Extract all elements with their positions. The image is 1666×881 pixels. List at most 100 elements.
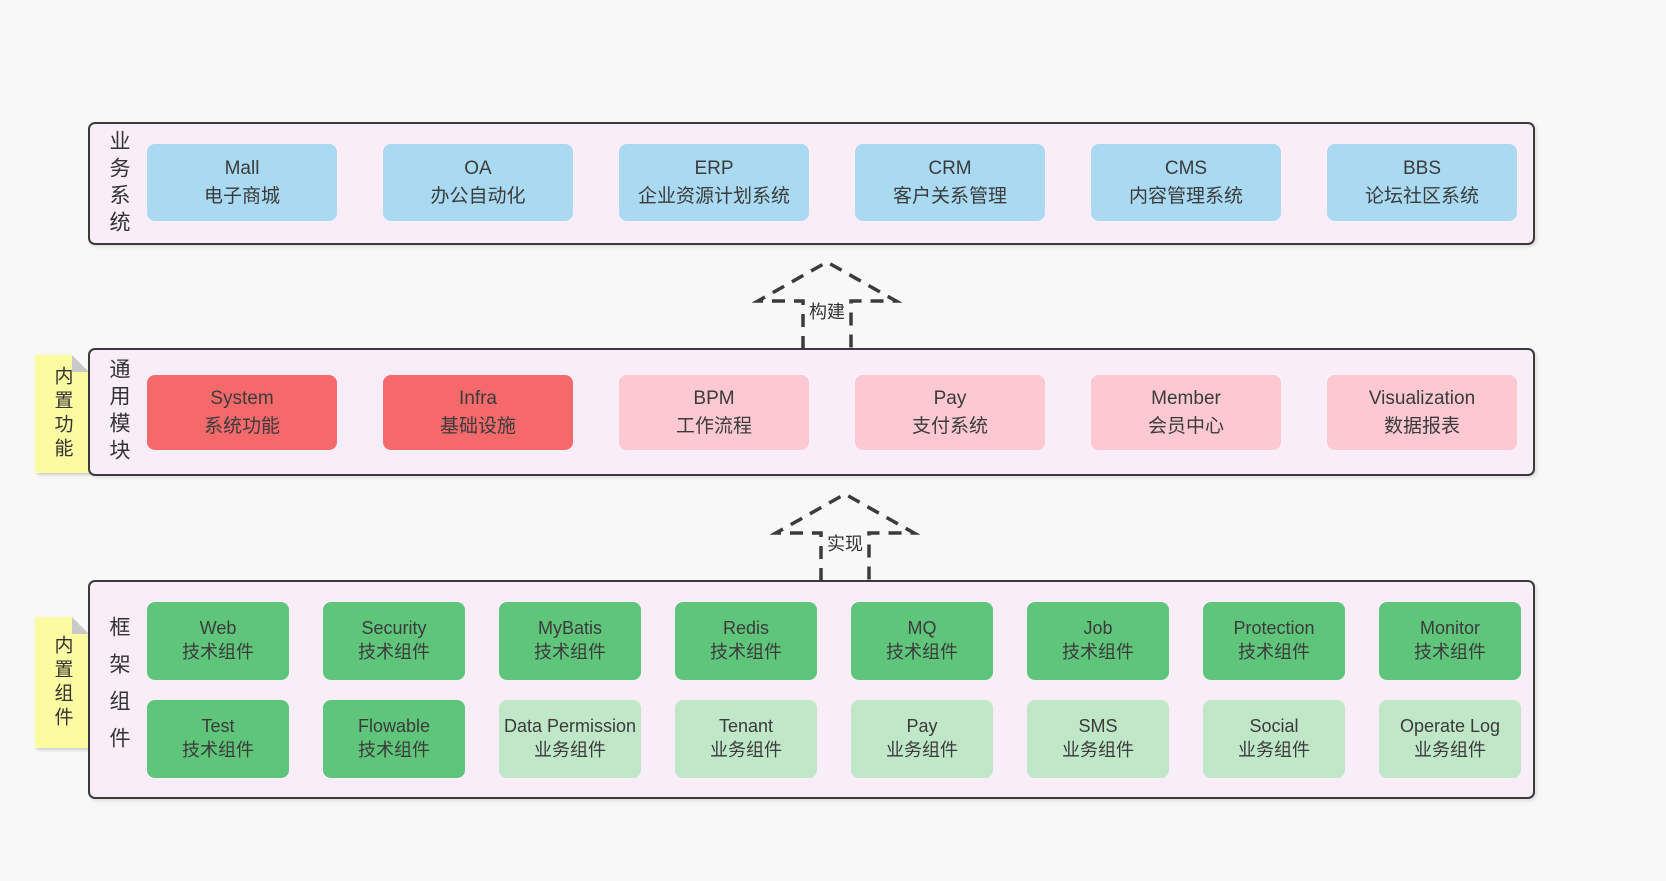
box-title: Pay (933, 387, 967, 409)
box-monitor: Monitor 技术组件 (1379, 602, 1521, 680)
box-subtitle: 系统功能 (203, 415, 280, 437)
sticky-note-built-in-components: 内置组件 (35, 617, 89, 748)
box-data-permission: Data Permission 业务组件 (499, 700, 641, 778)
box-title: SMS (1078, 716, 1118, 737)
box-title: BBS (1402, 157, 1442, 179)
box-title: CRM (928, 157, 972, 179)
box-subtitle: 业务组件 (534, 740, 606, 760)
box-title: Infra (458, 387, 498, 409)
box-subtitle: 技术组件 (534, 642, 606, 662)
box-subtitle: 业务组件 (886, 740, 958, 760)
box-subtitle: 技术组件 (182, 740, 254, 760)
box-subtitle: 办公自动化 (430, 185, 526, 207)
box-crm: CRM 客户关系管理 (855, 144, 1045, 221)
box-subtitle: 技术组件 (886, 642, 958, 662)
box-title: Web (199, 618, 237, 639)
box-sms: SMS 业务组件 (1027, 700, 1169, 778)
box-bbs: BBS 论坛社区系统 (1327, 144, 1517, 221)
box-title: Tenant (718, 716, 774, 737)
box-mybatis: MyBatis 技术组件 (499, 602, 641, 680)
box-title: Security (361, 618, 427, 639)
box-cms: CMS 内容管理系统 (1091, 144, 1281, 221)
box-operate-log: Operate Log 业务组件 (1379, 700, 1521, 778)
box-system: System 系统功能 (147, 375, 337, 450)
box-subtitle: 数据报表 (1383, 415, 1460, 437)
box-subtitle: 电子商城 (203, 185, 280, 207)
box-test: Test 技术组件 (147, 700, 289, 778)
box-security: Security 技术组件 (323, 602, 465, 680)
note-text: 内置功能 (51, 366, 73, 462)
arrow-label-build: 构建 (805, 297, 849, 325)
box-title: Pay (906, 716, 938, 737)
box-subtitle: 技术组件 (182, 642, 254, 662)
box-subtitle: 论坛社区系统 (1364, 185, 1479, 207)
modules-box-row: System 系统功能 Infra 基础设施 BPM 工作流程 Pay 支付系统… (147, 375, 1517, 450)
box-erp: ERP 企业资源计划系统 (619, 144, 809, 221)
box-title: Job (1083, 618, 1113, 639)
layer-framework-components: 框架组件 Web 技术组件 Security 技术组件 MyBatis 技术组件… (88, 580, 1535, 799)
box-mall: Mall 电子商城 (147, 144, 337, 221)
box-subtitle: 技术组件 (358, 740, 430, 760)
box-subtitle: 技术组件 (1414, 642, 1486, 662)
box-title: Operate Log (1399, 716, 1501, 737)
box-title: ERP (694, 157, 734, 179)
layer-title-modules: 通用模块 (107, 358, 130, 466)
box-visualization: Visualization 数据报表 (1327, 375, 1517, 450)
box-redis: Redis 技术组件 (675, 602, 817, 680)
box-subtitle: 技术组件 (358, 642, 430, 662)
box-subtitle: 技术组件 (1238, 642, 1310, 662)
box-flowable: Flowable 技术组件 (323, 700, 465, 778)
box-pay-component: Pay 业务组件 (851, 700, 993, 778)
box-title: Flowable (357, 716, 431, 737)
up-arrow-icon (770, 491, 920, 581)
box-subtitle: 技术组件 (710, 642, 782, 662)
layer-business-systems: 业务系统 Mall 电子商城 OA 办公自动化 ERP 企业资源计划系统 CRM… (88, 122, 1535, 245)
box-social: Social 业务组件 (1203, 700, 1345, 778)
note-text: 内置组件 (51, 634, 73, 731)
box-oa: OA 办公自动化 (383, 144, 573, 221)
box-subtitle: 业务组件 (1062, 740, 1134, 760)
box-web: Web 技术组件 (147, 602, 289, 680)
box-subtitle: 内容管理系统 (1128, 185, 1243, 207)
box-subtitle: 业务组件 (1238, 740, 1310, 760)
build-arrow-icon: 构建 (752, 257, 902, 349)
sticky-note-built-in-features: 内置功能 (35, 355, 89, 473)
box-title: Test (201, 716, 235, 737)
box-title: Member (1151, 387, 1221, 409)
box-subtitle: 工作流程 (675, 415, 752, 437)
box-tenant: Tenant 业务组件 (675, 700, 817, 778)
box-title: MyBatis (537, 618, 602, 639)
box-bpm: BPM 工作流程 (619, 375, 809, 450)
up-arrow-icon (752, 259, 902, 349)
box-title: Protection (1233, 618, 1315, 639)
box-subtitle: 客户关系管理 (892, 185, 1007, 207)
implement-arrow-icon: 实现 (770, 489, 920, 581)
box-title: CMS (1164, 157, 1208, 179)
box-protection: Protection 技术组件 (1203, 602, 1345, 680)
box-title: Visualization (1368, 387, 1476, 409)
box-title: Data Permission (503, 716, 637, 737)
box-title: Monitor (1419, 618, 1481, 639)
components-row-2: Test 技术组件 Flowable 技术组件 Data Permission … (147, 700, 1521, 778)
layer-common-modules: 通用模块 System 系统功能 Infra 基础设施 BPM 工作流程 Pay… (88, 348, 1535, 476)
box-subtitle: 业务组件 (1414, 740, 1486, 760)
box-title: Redis (722, 618, 770, 639)
box-infra: Infra 基础设施 (383, 375, 573, 450)
layer-title-business: 业务系统 (107, 129, 130, 238)
box-member: Member 会员中心 (1091, 375, 1281, 450)
box-title: MQ (907, 618, 937, 639)
box-job: Job 技术组件 (1027, 602, 1169, 680)
layer-title-components: 框架组件 (107, 615, 130, 764)
box-title: System (210, 387, 274, 409)
box-subtitle: 业务组件 (710, 740, 782, 760)
box-subtitle: 会员中心 (1147, 415, 1224, 437)
box-subtitle: 基础设施 (439, 415, 516, 437)
box-mq: MQ 技术组件 (851, 602, 993, 680)
box-title: BPM (693, 387, 735, 409)
box-subtitle: 企业资源计划系统 (637, 185, 790, 207)
box-title: OA (464, 157, 492, 179)
box-title: Mall (224, 157, 260, 179)
box-pay-module: Pay 支付系统 (855, 375, 1045, 450)
business-box-row: Mall 电子商城 OA 办公自动化 ERP 企业资源计划系统 CRM 客户关系… (147, 144, 1517, 221)
box-subtitle: 技术组件 (1062, 642, 1134, 662)
